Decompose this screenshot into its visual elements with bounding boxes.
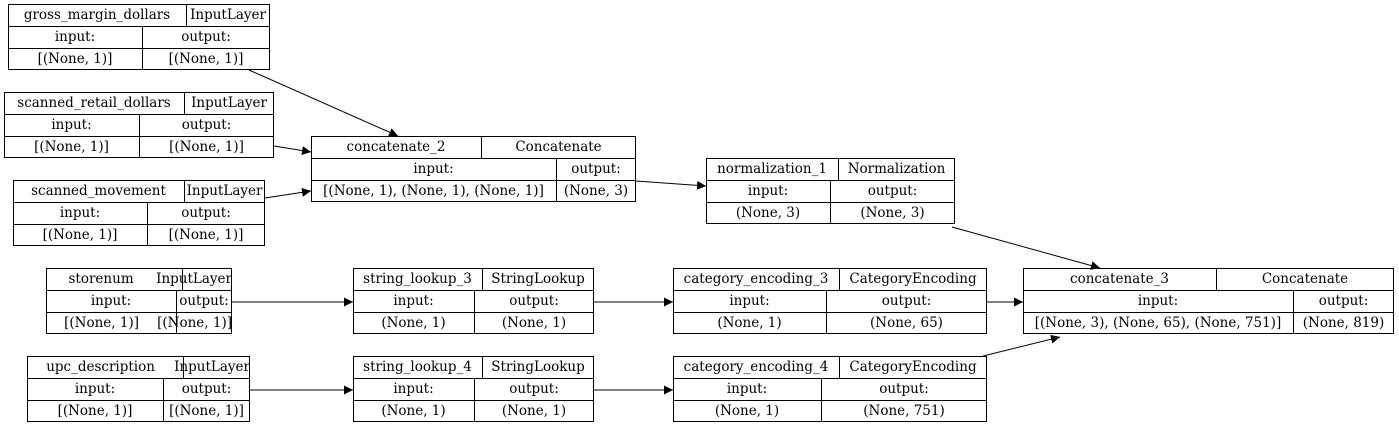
output-shape: (None, 1) bbox=[501, 403, 567, 419]
edge-scanned-movement-to-concatenate-2 bbox=[264, 187, 312, 199]
output-label: output: bbox=[181, 117, 232, 133]
layer-name: upc_description bbox=[46, 359, 155, 375]
edge-normalization-1-to-concatenate-3 bbox=[951, 226, 1101, 270]
input-label: input: bbox=[1137, 293, 1179, 309]
output-label: output: bbox=[179, 293, 229, 309]
input-shape: (None, 1) bbox=[714, 403, 780, 419]
layer-node-scanned-movement: scanned_movement InputLayer input: output: [… bbox=[13, 180, 265, 246]
layer-name: storenum bbox=[68, 271, 134, 287]
output-label: output: bbox=[1318, 293, 1369, 309]
layer-name: normalization_1 bbox=[717, 161, 827, 177]
input-shape: [(None, 1)] bbox=[57, 403, 133, 419]
input-label: input: bbox=[726, 381, 768, 397]
output-shape: (None, 65) bbox=[870, 315, 943, 331]
layer-type: Concatenate bbox=[515, 139, 602, 155]
layer-node-string-lookup-3: string_lookup_3 StringLookup input: output:… bbox=[353, 268, 594, 334]
output-shape: [(None, 1)] bbox=[168, 227, 244, 243]
output-shape: [(None, 1)] bbox=[169, 403, 244, 419]
input-shape: [(None, 1)] bbox=[34, 139, 109, 155]
layer-type: CategoryEncoding bbox=[849, 271, 977, 287]
layer-node-storenum: storenum InputLayer input: output: [(None, 1… bbox=[46, 268, 232, 334]
layer-type: InputLayer bbox=[156, 271, 232, 287]
output-label: output: bbox=[509, 293, 559, 309]
layer-type: Normalization bbox=[847, 161, 946, 177]
layer-node-upc-description: upc_description InputLayer input: output: [(… bbox=[27, 356, 250, 422]
output-label: output: bbox=[181, 29, 231, 45]
layer-type: InputLayer bbox=[174, 359, 250, 375]
layer-type: InputLayer bbox=[186, 183, 263, 199]
input-shape: [(None, 1), (None, 1), (None, 1)] bbox=[323, 183, 544, 199]
layer-node-concatenate-2: concatenate_2 Concatenate input: output: [(N… bbox=[311, 136, 636, 202]
output-shape: (None, 751) bbox=[863, 403, 945, 419]
input-label: input: bbox=[393, 381, 434, 397]
output-shape: (None, 3) bbox=[860, 205, 925, 221]
input-shape: (None, 1) bbox=[381, 403, 446, 419]
output-shape: [(None, 1)] bbox=[169, 139, 244, 155]
layer-name: concatenate_2 bbox=[346, 139, 446, 155]
input-shape: [(None, 1)] bbox=[37, 51, 113, 67]
layer-type: CategoryEncoding bbox=[849, 359, 977, 375]
input-label: input: bbox=[74, 381, 116, 397]
layer-name: category_encoding_3 bbox=[683, 271, 829, 287]
layer-type: StringLookup bbox=[491, 271, 585, 287]
layer-node-scanned-retail-dollars: scanned_retail_dollars InputLayer input: ou… bbox=[4, 92, 274, 158]
layer-name: string_lookup_4 bbox=[363, 359, 472, 375]
layer-name: scanned_movement bbox=[31, 183, 166, 199]
layer-node-category-encoding-3: category_encoding_3 CategoryEncoding input… bbox=[673, 268, 987, 334]
layer-type: Concatenate bbox=[1261, 271, 1349, 287]
layer-node-normalization-1: normalization_1 Normalization input: output… bbox=[706, 158, 955, 224]
output-label: output: bbox=[571, 161, 621, 177]
layer-node-gross-margin-dollars: gross_margin_dollars InputLayer input: outp… bbox=[8, 4, 270, 70]
input-shape: [(None, 1)] bbox=[64, 315, 139, 331]
edge-scanned-retail-dollars-to-concatenate-2 bbox=[273, 145, 312, 156]
layer-name: gross_margin_dollars bbox=[23, 7, 171, 23]
input-shape: [(None, 1)] bbox=[42, 227, 118, 243]
input-shape: (None, 3) bbox=[735, 205, 801, 221]
input-label: input: bbox=[729, 293, 770, 309]
layer-type: StringLookup bbox=[491, 359, 585, 375]
layer-name: category_encoding_4 bbox=[683, 359, 829, 375]
output-label: output: bbox=[867, 183, 918, 199]
layer-name: concatenate_3 bbox=[1070, 271, 1169, 287]
output-shape: (None, 819) bbox=[1302, 315, 1385, 331]
input-label: input: bbox=[393, 293, 434, 309]
output-shape: [(None, 1)] bbox=[168, 51, 244, 67]
output-label: output: bbox=[181, 381, 232, 397]
layer-type: InputLayer bbox=[191, 95, 267, 111]
input-shape: [(None, 3), (None, 65), (None, 751)] bbox=[1034, 315, 1282, 331]
input-label: input: bbox=[54, 29, 96, 45]
layer-type: InputLayer bbox=[190, 7, 266, 23]
layer-node-string-lookup-4: string_lookup_4 StringLookup input: output:… bbox=[353, 356, 594, 422]
input-label: input: bbox=[413, 161, 454, 177]
input-shape: (None, 1) bbox=[381, 315, 446, 331]
output-label: output: bbox=[181, 205, 231, 221]
edge-category-encoding-4-to-concatenate-3 bbox=[982, 334, 1061, 357]
output-label: output: bbox=[509, 381, 559, 397]
output-label: output: bbox=[879, 381, 929, 397]
layer-name: string_lookup_3 bbox=[363, 271, 472, 287]
layer-node-category-encoding-4: category_encoding_4 CategoryEncoding input… bbox=[673, 356, 987, 422]
input-label: input: bbox=[59, 205, 101, 221]
edge-concatenate-2-to-normalization-1 bbox=[635, 180, 707, 190]
output-shape: (None, 3) bbox=[563, 183, 629, 199]
input-label: input: bbox=[51, 117, 92, 133]
output-label: output: bbox=[881, 293, 932, 309]
input-label: input: bbox=[747, 183, 789, 199]
output-shape: (None, 1) bbox=[501, 315, 567, 331]
input-shape: (None, 1) bbox=[717, 315, 782, 331]
layer-name: scanned_retail_dollars bbox=[17, 95, 171, 111]
input-label: input: bbox=[90, 293, 132, 309]
output-shape: [(None, 1)] bbox=[157, 315, 232, 331]
edge-gross-margin-dollars-to-concatenate-2 bbox=[248, 69, 399, 137]
layer-node-concatenate-3: concatenate_3 Concatenate input: output: [(N… bbox=[1023, 268, 1394, 334]
